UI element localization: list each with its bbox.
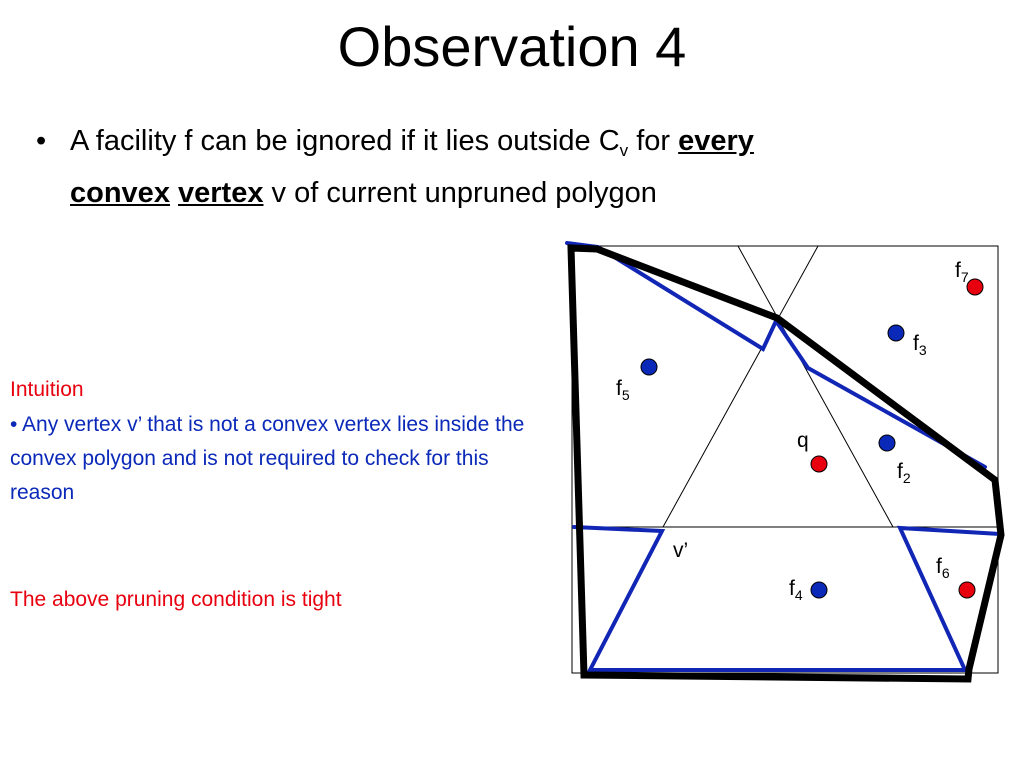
bullet-text: A facility f can be ignored if it lies o… [70,120,930,214]
intuition-text: • Any vertex v’ that is not a convex ver… [10,413,525,504]
label-f5: f5 [616,377,630,403]
page-title: Observation 4 [337,15,687,78]
bullet-subscript: v [619,141,629,160]
bullet-dot: • [36,125,47,157]
label-v-prime: v’ [673,539,688,562]
bisector-line-a [737,245,894,528]
facility-f2-point [878,434,896,452]
query-q-point [810,455,828,473]
blue-lower-polygon [572,525,1002,672]
label-f2: f2 [897,460,911,486]
facility-f7-point [966,278,984,296]
tight-note: The above pruning condition is tight [10,588,342,611]
bullet-part1: A facility f can be ignored if it lies o… [70,125,620,157]
label-f4: f4 [789,577,803,603]
facility-f3-point [887,324,905,342]
label-q: q [797,429,809,452]
bounding-box [571,245,999,674]
label-f6: f6 [936,555,950,581]
facility-f6-point [958,581,976,599]
bullet-bold-every: every [678,125,754,157]
intuition-heading: Intuition [10,378,84,401]
bullet-bold-vertex: vertex [178,177,264,209]
label-f3: f3 [913,332,927,358]
bisector-line-b [662,245,819,528]
label-f7: f7 [955,259,969,285]
bullet-part3: v of current unpruned polygon [263,177,657,209]
bullet-bold-convex: convex [70,177,170,209]
facility-f5-point [640,358,658,376]
bullet-part2: for [628,125,679,157]
unpruned-polygon [567,244,1005,683]
facility-f4-point [810,581,828,599]
